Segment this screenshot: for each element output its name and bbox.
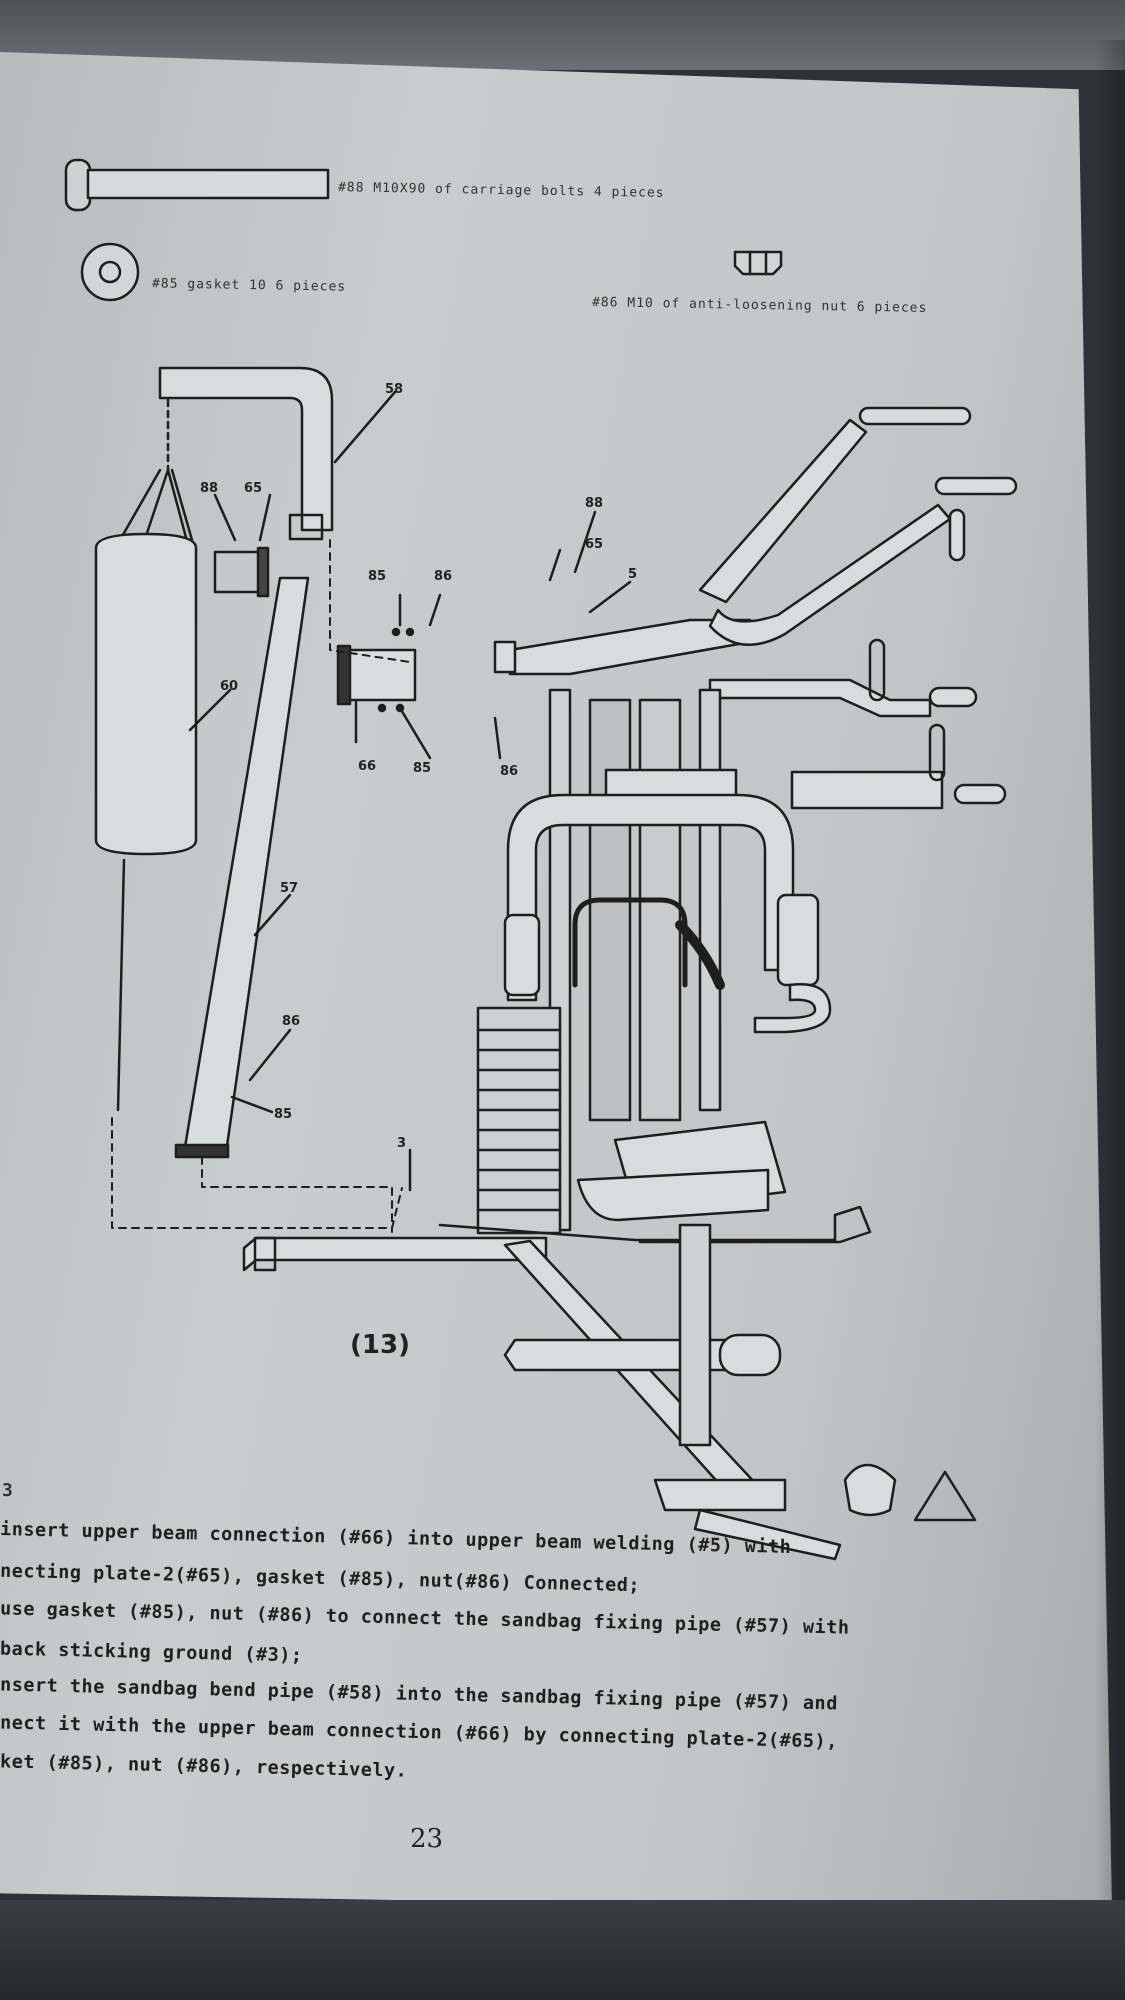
callout-5: 5 <box>628 567 637 582</box>
weight-stack <box>476 1006 562 1235</box>
gym-machine-frame <box>438 406 1018 1561</box>
connecting-plate-65-left <box>213 546 270 598</box>
upper-beam-connection-66 <box>336 627 417 713</box>
gasket-icon <box>80 242 140 302</box>
triangle-handle-icon <box>913 1470 977 1522</box>
callout-3: 3 <box>397 1136 406 1151</box>
callout-88-right: 88 <box>585 496 603 511</box>
step-marker: 3 <box>2 1480 13 1501</box>
ankle-strap-icon <box>843 1463 897 1517</box>
page-number: 23 <box>410 1824 444 1854</box>
callout-66: 66 <box>358 759 376 774</box>
callout-60: 60 <box>220 679 238 694</box>
callout-86-top: 86 <box>434 569 452 584</box>
callout-88-left: 88 <box>200 481 218 496</box>
callout-65-left: 65 <box>244 481 262 496</box>
background-bottom <box>0 1900 1125 2000</box>
figure-label: (13) <box>350 1330 410 1360</box>
callout-85-bottom: 85 <box>274 1107 292 1122</box>
callout-86-bottom: 86 <box>282 1014 300 1029</box>
callout-58: 58 <box>385 382 403 397</box>
callout-57: 57 <box>280 881 298 896</box>
callout-65-right: 65 <box>585 537 603 552</box>
page-edge-shadow <box>1095 40 1125 1910</box>
nut-icon <box>733 250 783 276</box>
back-ground-beam-3 <box>242 1236 548 1272</box>
callout-85-top: 85 <box>368 569 386 584</box>
sandbag-60 <box>94 398 198 1112</box>
callout-85-mid: 85 <box>413 761 431 776</box>
sandbag-bend-pipe-58 <box>158 366 334 541</box>
background-top <box>0 0 1125 70</box>
carriage-bolt-icon <box>64 158 330 212</box>
callout-86-mid: 86 <box>500 764 518 779</box>
